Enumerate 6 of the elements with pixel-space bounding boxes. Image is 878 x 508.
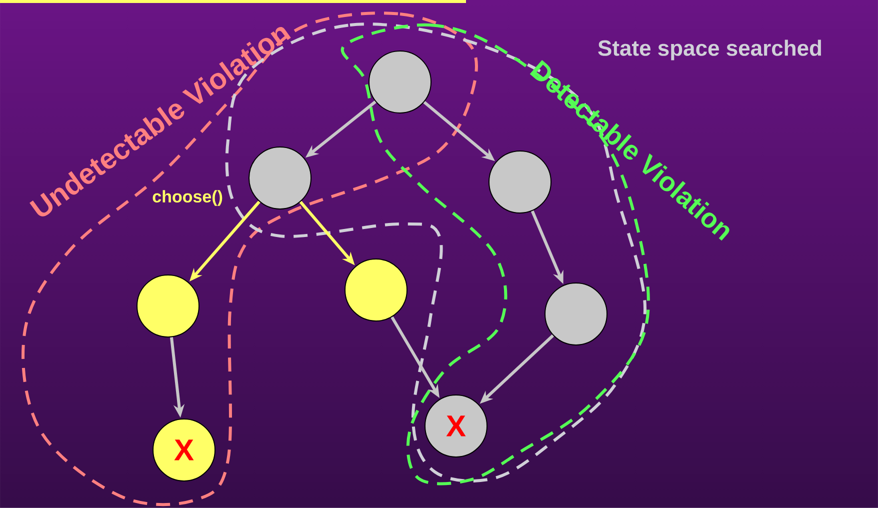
region-label: State space searched [598,40,822,60]
choice-state-circle [344,258,408,322]
choice-state-circle [136,274,200,338]
state-circle [368,50,432,114]
state-circle [248,146,312,210]
state-circle [544,282,608,346]
